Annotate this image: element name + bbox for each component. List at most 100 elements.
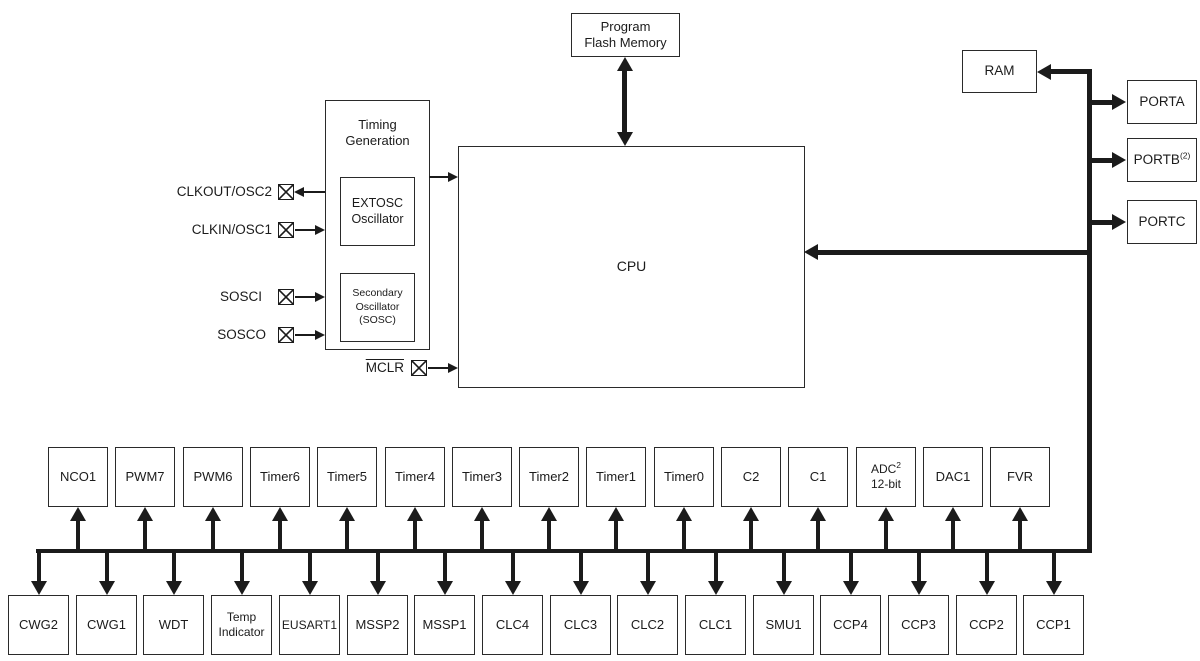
portc-label: PORTC	[1138, 213, 1186, 229]
bus-up-arrow-stem	[143, 519, 147, 551]
pin-label-mclr: MCLR	[366, 360, 404, 376]
sosc-label-line1: Secondary	[352, 287, 403, 300]
peripheral-label: Timer1	[596, 468, 636, 484]
arrowhead-right-icon	[448, 172, 458, 182]
arrowhead-right-icon	[315, 330, 325, 340]
bus-down-arrow-stem	[442, 551, 447, 581]
bus-up-arrow-stem	[816, 519, 820, 551]
portb-label: PORTB	[1133, 151, 1180, 167]
extosc-label-line1: EXTOSC	[351, 195, 404, 210]
bus-up-arrow-stem	[345, 519, 349, 551]
arrowhead-left-icon	[294, 187, 304, 197]
peripheral-label-line1: Temp	[226, 610, 257, 624]
data-bus-vertical-line	[1087, 69, 1092, 553]
arrowhead-down-icon	[301, 581, 318, 595]
bus-down-arrow-stem	[1051, 551, 1056, 581]
arrowhead-up-icon	[272, 507, 288, 521]
peripheral-box-ccp1: CCP1	[1023, 595, 1084, 655]
peripheral-label: CWG1	[87, 616, 126, 632]
peripheral-label: ADC	[870, 462, 897, 476]
arrowhead-right-icon	[315, 292, 325, 302]
bus-down-arrow-stem	[375, 551, 380, 581]
peripheral-box-wdt: WDT	[143, 595, 204, 655]
arrowhead-up-icon	[608, 507, 624, 521]
sosc-label-line3: (SOSC)	[359, 314, 396, 327]
peripheral-box-ccp4: CCP4	[820, 595, 881, 655]
pin-icon	[278, 222, 294, 238]
peripheral-box-ccp2: CCP2	[956, 595, 1017, 655]
bus-up-arrow-stem	[884, 519, 888, 551]
arrowhead-up-icon	[137, 507, 153, 521]
arrowhead-down-icon	[617, 132, 633, 146]
peripheral-label: Timer3	[462, 468, 502, 484]
cpu-label: CPU	[616, 258, 647, 275]
peripheral-box-clc1: CLC1	[685, 595, 746, 655]
program-flash-label-line1: Program	[600, 18, 651, 34]
peripheral-label: CLC1	[698, 616, 733, 632]
arrowhead-right-icon	[315, 225, 325, 235]
bus-up-arrow-stem	[480, 519, 484, 551]
peripheral-label: CCP2	[969, 616, 1004, 632]
peripheral-box-nco1: NCO1	[48, 447, 108, 507]
peripheral-box-clc4: CLC4	[482, 595, 543, 655]
arrowhead-down-icon	[504, 581, 521, 595]
bus-down-arrow-stem	[171, 551, 176, 581]
peripheral-box-ccp3: CCP3	[888, 595, 949, 655]
program-flash-memory-box: Program Flash Memory	[571, 13, 680, 57]
arrowhead-down-icon	[436, 581, 453, 595]
peripheral-bus-rail	[36, 549, 1092, 553]
peripheral-label: C1	[809, 468, 827, 484]
peripheral-label: NCO1	[59, 468, 97, 484]
mclr-overline-text: MCLR	[365, 360, 404, 375]
peripheral-label: CCP1	[1036, 616, 1071, 632]
arrowhead-right-icon	[448, 363, 458, 373]
peripheral-box-c1: C1	[788, 447, 848, 507]
arrowhead-up-icon	[339, 507, 355, 521]
bus-up-arrow-stem	[413, 519, 417, 551]
arrowhead-down-icon	[910, 581, 927, 595]
peripheral-label: CLC4	[495, 616, 530, 632]
arrowhead-up-icon	[945, 507, 961, 521]
arrowhead-down-icon	[233, 581, 250, 595]
arrowhead-down-icon	[165, 581, 182, 595]
peripheral-box-temp-indicator: Temp Indicator	[211, 595, 272, 655]
arrowhead-left-icon	[804, 244, 818, 260]
arrowhead-up-icon	[541, 507, 557, 521]
peripheral-label: Timer6	[260, 468, 300, 484]
arrowhead-down-icon	[842, 581, 859, 595]
sosc-label-line2: Oscillator	[355, 300, 400, 313]
bus-down-arrow-stem	[916, 551, 921, 581]
bus-up-arrow-stem	[614, 519, 618, 551]
bus-down-arrow-stem	[36, 551, 41, 581]
arrowhead-down-icon	[707, 581, 724, 595]
pin-icon	[278, 184, 294, 200]
peripheral-label: FVR	[1007, 468, 1033, 484]
arrowhead-right-icon	[1112, 214, 1126, 230]
pin-icon	[411, 360, 427, 376]
arrowhead-right-icon	[1112, 94, 1126, 110]
portb-box: PORTB(2)	[1127, 138, 1197, 182]
bus-down-arrow-stem	[713, 551, 718, 581]
arrowhead-up-icon	[743, 507, 759, 521]
peripheral-box-fvr: FVR	[990, 447, 1050, 507]
peripheral-label: CCP3	[901, 616, 936, 632]
peripheral-box-clc2: CLC2	[617, 595, 678, 655]
peripheral-label: SMU1	[765, 616, 802, 632]
pin-label-clkout-osc2: CLKOUT/OSC2	[176, 184, 272, 199]
peripheral-box-eusart1: EUSART1	[279, 595, 340, 655]
peripheral-label-line2: Indicator	[218, 625, 265, 639]
arrowhead-down-icon	[369, 581, 386, 595]
peripheral-label: MSSP2	[355, 616, 400, 632]
peripheral-label: PWM7	[125, 468, 165, 484]
peripheral-box-adc: ADC2 12-bit	[856, 447, 916, 507]
peripheral-box-pwm7: PWM7	[115, 447, 175, 507]
portc-box: PORTC	[1127, 200, 1197, 244]
sosc-oscillator-box: Secondary Oscillator (SOSC)	[340, 273, 415, 342]
arrowhead-down-icon	[30, 581, 47, 595]
peripheral-label: EUSART1	[281, 617, 338, 632]
bus-up-arrow-stem	[1018, 519, 1022, 551]
arrowhead-up-icon	[205, 507, 221, 521]
arrowhead-up-icon	[1012, 507, 1028, 521]
extosc-label-line2: Oscillator	[351, 211, 404, 226]
